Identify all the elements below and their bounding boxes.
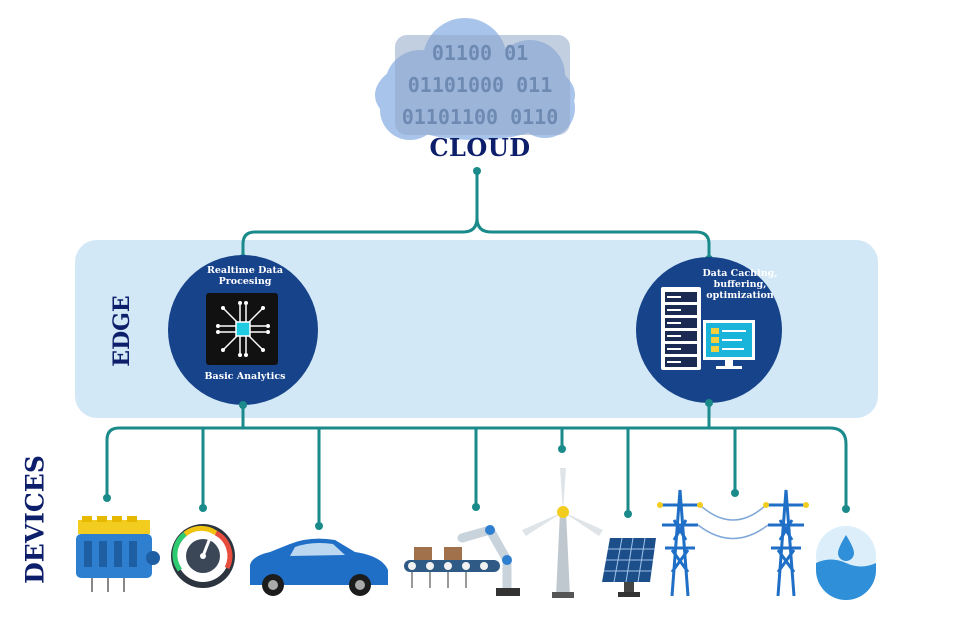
binary-line-2: 01101000 011 — [408, 73, 553, 97]
edge-label: EDGE — [109, 295, 135, 367]
data-caching-title: Data Caching, buffering, optimization — [702, 268, 778, 301]
devices-label: DEVICES — [20, 455, 50, 584]
water-drop-icon — [816, 526, 876, 600]
cloud-icon: 01100 01 01101000 011 01101100 0110 — [375, 18, 575, 140]
power-pylons-icon — [660, 489, 806, 597]
binary-line-1: 01100 01 — [432, 41, 528, 65]
monitor-icon — [703, 320, 755, 369]
binary-line-3: 01101100 0110 — [402, 105, 559, 129]
cloud-connectors — [241, 172, 711, 258]
wind-turbine-icon — [522, 468, 603, 598]
basic-analytics-subtitle: Basic Analytics — [204, 371, 286, 382]
cloud-label: CLOUD — [429, 133, 531, 162]
car-icon — [250, 538, 388, 596]
factory-robot-conveyor-icon — [404, 524, 520, 596]
speedometer-icon — [171, 524, 235, 588]
solar-panel-icon — [602, 537, 656, 597]
engine-block-icon — [76, 516, 160, 592]
server-rack-icon — [661, 287, 701, 370]
device-connectors — [105, 404, 848, 525]
processor-chip-icon — [206, 293, 278, 365]
realtime-processing-title: Realtime Data Procesing — [206, 265, 284, 287]
